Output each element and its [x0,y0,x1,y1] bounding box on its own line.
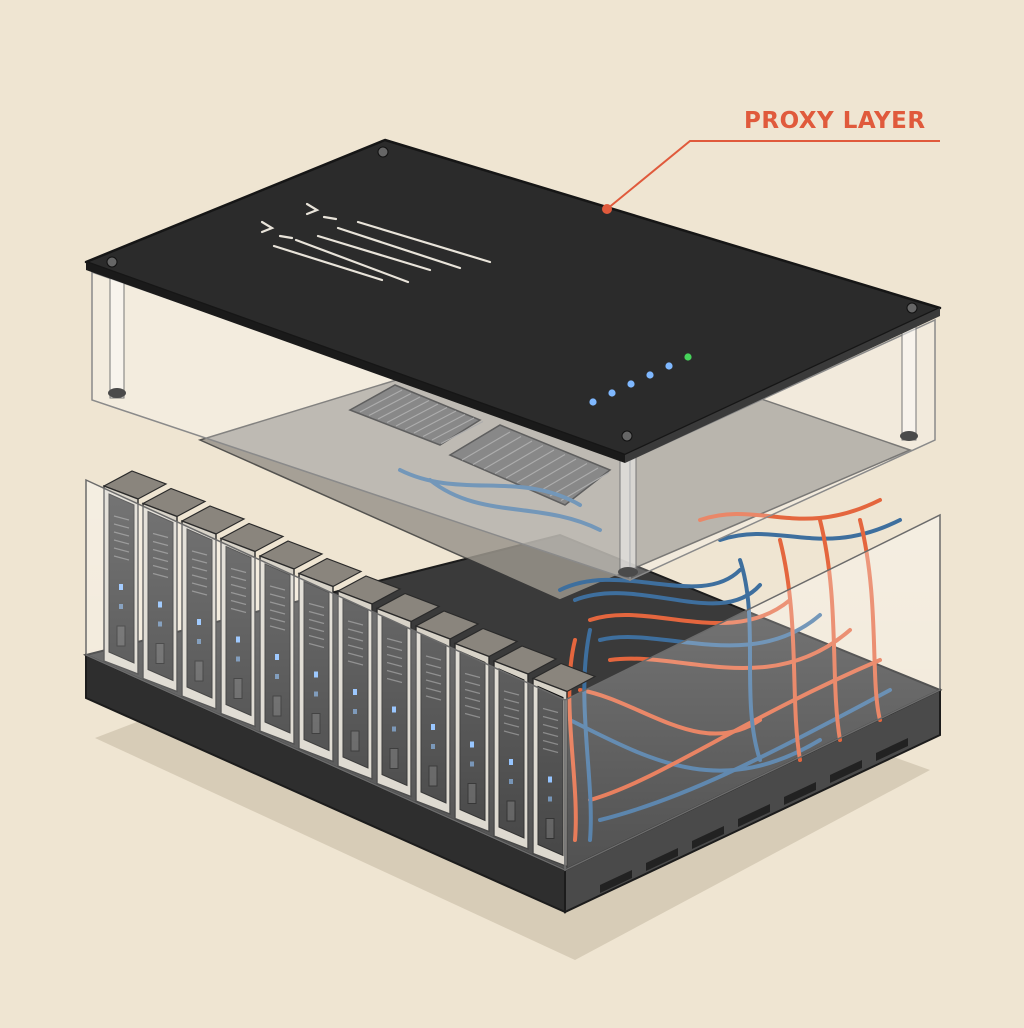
blue-cable [573,583,762,606]
heatsink-fin [377,396,421,420]
lower-glass-enclosure [85,478,941,872]
post-foot [900,431,918,441]
heatsink-fin [413,410,457,434]
proxy-layer-lid [84,138,942,463]
heatsink-fin [494,444,544,475]
screw [621,430,633,442]
screw [106,256,118,268]
post-foot [618,567,638,577]
heatsink-fin [549,467,599,497]
heatsink-fin [359,389,403,413]
base-vent [830,760,862,783]
orange-cable [698,498,882,522]
post-foot [108,388,126,398]
heatsink-fin [395,403,439,427]
support-post [109,267,125,399]
proxy-layer-label: PROXY LAYER [744,108,926,134]
status-led [665,362,673,370]
base-vent [692,826,724,849]
support-post [619,444,637,576]
blue-cable [428,478,602,532]
screw [906,302,918,314]
heatsink-fin [527,458,577,488]
blue-cable [718,518,902,542]
heatsink-fin [472,435,522,466]
status-led [646,371,654,379]
heatsink-fin [440,420,484,445]
status-led-row [589,353,692,406]
upper-glass-enclosure [91,267,936,582]
base-vent [646,848,678,871]
base-vent [600,870,632,893]
status-led [684,353,692,361]
status-led [608,389,616,397]
blue-cable [558,568,742,592]
heatsink-fin [505,449,555,479]
heatsink-fin [368,392,412,417]
heatsink-fin [461,431,511,461]
status-led [627,380,635,388]
heatsink-fin [516,453,566,484]
terminal-prompt-icon [260,202,492,284]
base-vent [738,804,770,827]
heatsink-fin [422,413,466,438]
proxy-layer-callout [602,140,940,214]
base-vent [876,738,908,761]
screw [377,146,389,158]
heatsink-fin [538,462,588,493]
heatsink-fin [404,406,448,431]
heatsink-fin [560,471,610,502]
heatsink-fin [386,399,430,424]
base-vent [784,782,816,805]
status-led [589,398,597,406]
heatsink-fin [431,417,475,441]
heatsink-fin [483,440,533,470]
blue-cable [398,468,582,507]
